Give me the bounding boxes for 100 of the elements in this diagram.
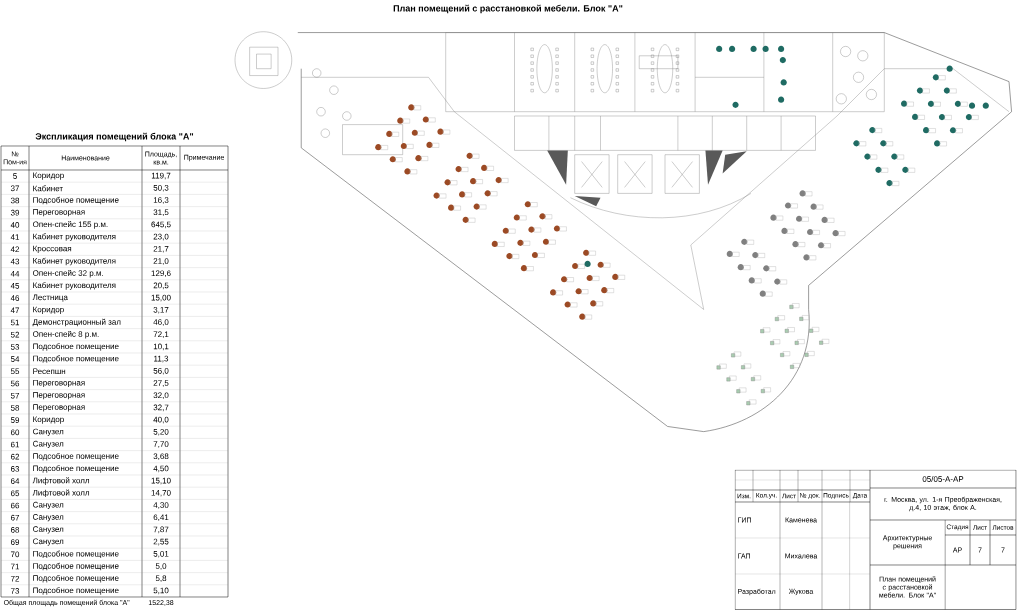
- room-name: Кроссовая: [33, 245, 72, 253]
- room-name: Подсобное помещение: [33, 550, 119, 559]
- room-name: Переговорная: [33, 404, 85, 412]
- room-name: Коридор: [33, 172, 64, 180]
- room-number: 65: [10, 490, 20, 497]
- room-name: Лестница: [32, 294, 68, 302]
- room-number: 73: [10, 588, 20, 594]
- room-area: 4,30: [153, 502, 169, 509]
- room-number: 66: [10, 502, 20, 509]
- room-name: Кабинет: [33, 185, 63, 192]
- room-name: Санузел: [33, 538, 64, 546]
- title: План помещений с расстановкой мебели. Блок "А": [393, 4, 623, 14]
- room-number: 70: [10, 551, 20, 558]
- room-name: Лифтовой холл: [32, 477, 89, 485]
- room-name: Переговорная: [33, 392, 85, 400]
- room-number: 45: [10, 283, 20, 289]
- room-area: 27,5: [153, 380, 169, 387]
- room-name: Подсобное помещение: [33, 343, 119, 351]
- room-number: 58: [10, 405, 20, 411]
- room-name: Ресепшн: [33, 368, 66, 375]
- room-area: 23,0: [153, 233, 169, 241]
- room-number: 47: [10, 307, 20, 314]
- room-number: 37: [10, 185, 20, 192]
- room-name: Коридор: [33, 306, 64, 314]
- room-area: 21,7: [153, 246, 169, 253]
- room-area: 5,10: [153, 587, 169, 595]
- room-number: 56: [10, 380, 20, 387]
- room-name: Подсобное помещение: [33, 355, 119, 363]
- room-number: 63: [10, 466, 20, 472]
- room-area: 31,5: [153, 209, 169, 216]
- room-number: 57: [10, 392, 20, 399]
- room-area: 7,70: [153, 441, 169, 448]
- room-number: 46: [10, 295, 20, 301]
- room-name: Подсобное помещение: [33, 196, 119, 205]
- room-name: Подсобное помещение: [33, 562, 119, 571]
- room-number: 72: [10, 575, 20, 582]
- room-area: 21,0: [153, 258, 169, 265]
- table-title: Экспликация помещений блока "А": [35, 132, 194, 142]
- room-number: 39: [10, 209, 20, 216]
- room-number: 41: [10, 234, 20, 240]
- room-area: 5,0: [155, 563, 167, 570]
- document-code: 05/05-А-АР: [922, 476, 964, 482]
- room-number: 38: [10, 197, 20, 204]
- room-name: Подсобное помещение: [33, 452, 119, 461]
- room-name: Санузел: [33, 514, 64, 522]
- room-area: 50,3: [153, 185, 169, 192]
- room-area: 56,0: [153, 368, 169, 375]
- room-name: Демонстрационный зал: [32, 318, 121, 327]
- room-name: Кабинет руководителя: [33, 257, 116, 266]
- room-area: 15,00: [151, 294, 171, 302]
- room-area: 16,3: [153, 197, 169, 204]
- room-name: Подсобное помещение: [33, 587, 119, 595]
- room-number: 40: [10, 222, 20, 228]
- room-area: 10,1: [153, 343, 169, 351]
- room-area: 11,3: [154, 355, 169, 363]
- room-name: Кабинет руководителя: [33, 233, 116, 241]
- room-name: Подсобное помещение: [33, 574, 119, 583]
- room-area: 14,70: [151, 490, 171, 497]
- room-area: 5,8: [155, 575, 167, 582]
- room-number: 68: [10, 527, 20, 533]
- room-number: 43: [10, 258, 20, 265]
- room-area: 4,50: [153, 465, 169, 473]
- room-number: 44: [10, 270, 20, 277]
- room-name: Кабинет руководителя: [33, 282, 116, 290]
- room-name: Опен-спейс 8 р.м.: [33, 330, 99, 339]
- room-area: 46,0: [153, 319, 169, 326]
- room-number: 55: [10, 368, 20, 375]
- room-area: 129,6: [151, 270, 171, 277]
- room-name: Опен-спейс 155 р.м.: [33, 221, 108, 229]
- room-number: 54: [10, 356, 20, 362]
- room-area: 2,55: [153, 538, 169, 546]
- room-number: 67: [10, 514, 20, 521]
- room-area: 5,01: [153, 551, 169, 558]
- room-name: Переговорная: [33, 379, 85, 388]
- room-name: Подсобное помещение: [33, 465, 119, 473]
- room-name: Санузел: [33, 501, 64, 510]
- room-area: 3,68: [153, 453, 169, 460]
- room-number: 51: [10, 319, 20, 326]
- room-name: Лифтовой холл: [32, 489, 89, 498]
- room-area: 72,1: [153, 331, 169, 338]
- room-area: 32,7: [153, 404, 169, 412]
- room-area: 32,0: [153, 392, 169, 399]
- room-number: 71: [10, 563, 20, 570]
- room-area: 3,17: [153, 307, 169, 314]
- room-area: 5,20: [153, 429, 169, 436]
- room-number: 53: [10, 344, 20, 350]
- room-area: 6,41: [153, 514, 169, 521]
- room-area: 119,7: [151, 172, 171, 180]
- room-number: 62: [10, 453, 20, 460]
- room-area: 7,87: [153, 526, 169, 534]
- room-area: 15,10: [151, 477, 171, 485]
- room-number: 42: [10, 246, 20, 253]
- room-name: Санузел: [33, 428, 64, 436]
- room-number: 52: [10, 331, 20, 338]
- room-name: Санузел: [33, 440, 64, 449]
- room-area: 40,0: [153, 416, 169, 424]
- room-number: 59: [10, 417, 20, 423]
- room-name: Опен-спейс 32 р.м.: [33, 269, 103, 278]
- room-number: 61: [10, 441, 20, 448]
- room-area: 645,5: [151, 221, 171, 229]
